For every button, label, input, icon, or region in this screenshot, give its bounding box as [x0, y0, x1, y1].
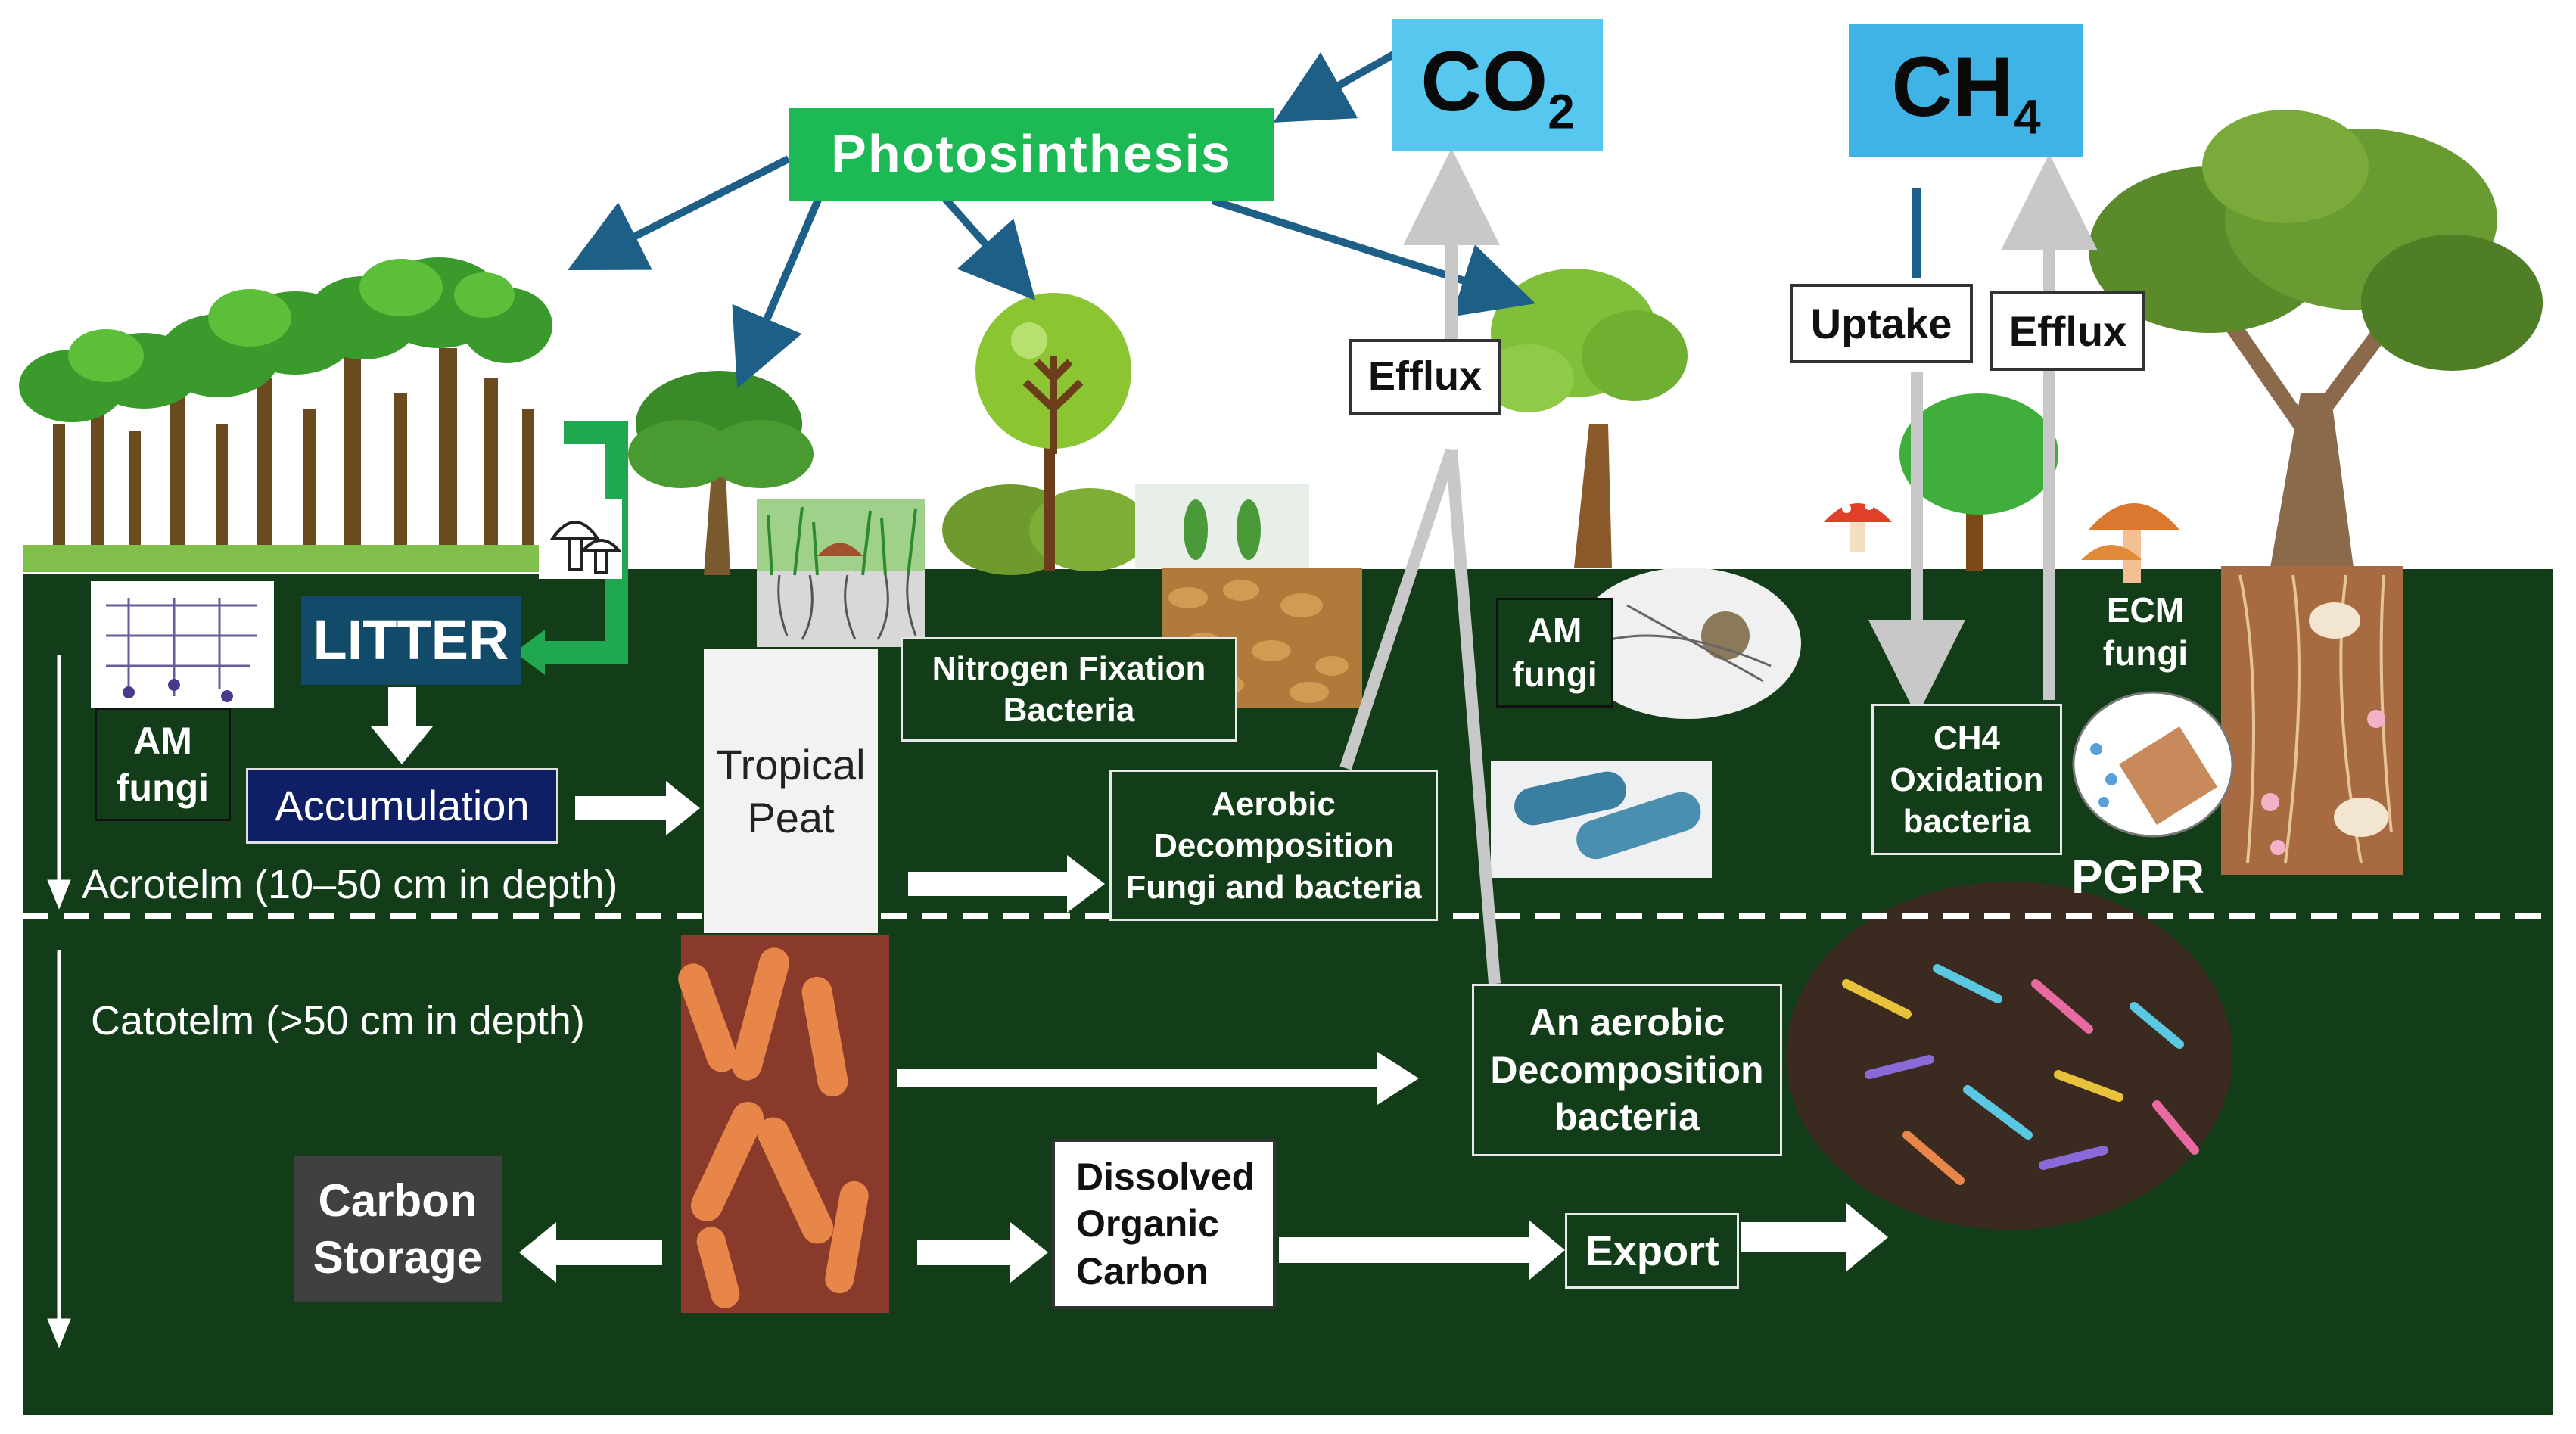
- acrotelm-label-box: Acrotelm (10–50 cm in depth): [82, 859, 702, 912]
- photosynthesis-label: Photosinthesis: [831, 124, 1232, 184]
- red-mushroom-icon: [1824, 501, 1892, 552]
- small-tree-illustration: [1899, 393, 2058, 571]
- tropical-peat-label: Tropical Peat: [716, 740, 866, 841]
- ch4-formula: CH4: [1891, 34, 2040, 147]
- pgpr-label: PGPR: [2071, 851, 2204, 904]
- ch4-base: CH: [1891, 39, 2014, 135]
- accumulation-to-peat-arrow: [575, 781, 700, 835]
- efflux-ch4-box: Efflux: [1990, 291, 2145, 371]
- export-out-arrow: [1741, 1203, 1888, 1271]
- anaerobic-decomposition-box: An aerobic Decomposition bacteria: [1472, 984, 1782, 1156]
- process-block-arrows: [371, 687, 1888, 1283]
- forest-illustration: [19, 257, 552, 574]
- am-fungi-left-box: AM fungi: [95, 708, 231, 821]
- depth-arrows: [47, 655, 71, 1348]
- co2-formula: CO2: [1420, 29, 1575, 142]
- accumulation-label: Accumulation: [275, 782, 530, 829]
- efflux-ch4-label: Efflux: [2008, 306, 2127, 355]
- orange-bacteria-illustration: [678, 935, 889, 1313]
- ch4-oxidation-label: CH4 Oxidation bacteria: [1890, 719, 2044, 840]
- am-fungi-sketch-illustration: [91, 581, 274, 708]
- middle-tree-illustration: [1483, 269, 1688, 568]
- co2-subscript: 2: [1548, 84, 1575, 139]
- ecm-fungi-label: ECM fungi: [2102, 589, 2189, 673]
- am-fungi-mid-box: AM fungi: [1496, 598, 1613, 708]
- accumulation-box: Accumulation: [246, 768, 558, 844]
- to-anaerobic-arrow: [897, 1052, 1419, 1105]
- litter-to-accumulation-arrow: [371, 687, 433, 764]
- doc-label: Dissolved Organic Carbon: [1076, 1155, 1255, 1292]
- bush-tree-illustration: [628, 371, 814, 575]
- peat-to-aerobic-arrow: [908, 855, 1105, 913]
- carbon-storage-label: Carbon Storage: [313, 1175, 483, 1283]
- carbon-storage-box: Carbon Storage: [294, 1156, 502, 1302]
- aerobic-decomposition-box: Aerobic Decomposition Fungi and bacteria: [1109, 770, 1438, 921]
- litter-label: LITTER: [313, 608, 509, 671]
- grass-roots-illustration: [757, 499, 925, 647]
- big-tree-illustration: [2089, 110, 2543, 568]
- gas-flux-arrows: [1339, 148, 2098, 985]
- doc-box: Dissolved Organic Carbon: [1052, 1139, 1276, 1309]
- root-larvae-illustration: [2221, 566, 2403, 875]
- mushroom-icon: [539, 499, 623, 579]
- tropical-peat-box: Tropical Peat: [704, 649, 878, 933]
- catotelm-label: Catotelm (>50 cm in depth): [91, 998, 585, 1044]
- export-label: Export: [1585, 1227, 1719, 1274]
- acrotelm-label: Acrotelm (10–50 cm in depth): [82, 862, 618, 908]
- uptake-label: Uptake: [1810, 299, 1952, 347]
- anaerobic-decomposition-label: An aerobic Decomposition bacteria: [1490, 1001, 1764, 1139]
- am-fungi-left-label: AM fungi: [116, 719, 210, 810]
- ch4-subscript: 4: [2014, 89, 2041, 145]
- bacteria-rods-illustration: [1491, 761, 1712, 878]
- efflux-co2-label: Efflux: [1367, 353, 1482, 400]
- export-box: Export: [1565, 1213, 1739, 1289]
- pgpr-illustration: [2072, 691, 2234, 838]
- ch4-box: CH4: [1849, 24, 2083, 157]
- orange-mushroom-icon: [2081, 503, 2179, 583]
- efflux-co2-box: Efflux: [1349, 339, 1501, 415]
- photosynthesis-arrows: [568, 49, 1536, 389]
- doc-to-export-arrow: [1279, 1220, 1565, 1280]
- co2-base: CO: [1420, 33, 1548, 129]
- ecm-fungi-label-box: ECM fungi: [2077, 586, 2214, 677]
- round-tree-illustration: [942, 293, 1150, 575]
- am-fungi-mid-label: AM fungi: [1512, 611, 1598, 694]
- soil-bacteria-illustration: [1786, 882, 2232, 1230]
- nitrogen-fixation-label: Nitrogen Fixation Bacteria: [932, 650, 1206, 729]
- catotelm-label-box: Catotelm (>50 cm in depth): [91, 995, 681, 1048]
- uptake-box: Uptake: [1790, 284, 1973, 363]
- co2-box: CO2: [1392, 19, 1603, 151]
- to-carbon-storage-arrow: [519, 1222, 662, 1283]
- litter-box: LITTER: [301, 596, 521, 685]
- ch4-oxidation-box: CH4 Oxidation bacteria: [1871, 704, 2062, 855]
- nitrogen-fixation-box: Nitrogen Fixation Bacteria: [901, 637, 1237, 742]
- to-doc-arrow: [917, 1222, 1048, 1283]
- photosynthesis-box: Photosinthesis: [789, 108, 1274, 201]
- pgpr-label-box: PGPR: [2058, 848, 2217, 908]
- am-fungi-micrograph-illustration: [1574, 568, 1801, 719]
- aerobic-decomposition-label: Aerobic Decomposition Fungi and bacteria: [1125, 785, 1422, 906]
